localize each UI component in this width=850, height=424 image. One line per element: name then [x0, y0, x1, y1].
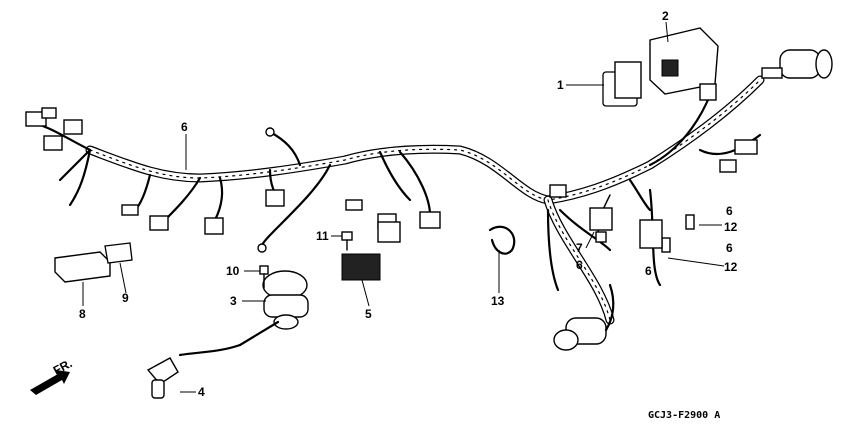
part-1-relay	[602, 61, 642, 107]
fuse-holder	[639, 219, 663, 249]
part-10-bolt	[259, 265, 269, 289]
drawing-code: GCJ3-F2900 A	[648, 410, 720, 421]
callout-13: 13	[491, 294, 505, 308]
front-direction-label: FR.	[51, 356, 75, 377]
callout-6: 6	[576, 258, 583, 272]
callout-9: 9	[122, 291, 129, 305]
callout-6: 6	[726, 241, 733, 255]
callout-7: 7	[576, 241, 583, 255]
callout-4: 4	[198, 385, 205, 399]
ignition-coil-upper	[761, 49, 833, 79]
part-9-pad	[104, 242, 133, 264]
ignition-coil-lower	[553, 283, 615, 351]
part-7-clamp	[589, 207, 613, 243]
part-8-module	[54, 251, 111, 283]
callout-1: 1	[557, 78, 564, 92]
part-5-regulator-rectifier	[341, 221, 401, 281]
leader-lines	[82, 21, 725, 393]
callout-2: 2	[662, 9, 669, 23]
part-12-fuse-upper	[685, 214, 695, 230]
part-13-band	[488, 225, 516, 255]
callout-10: 10	[226, 264, 240, 278]
part-4-spark-plug-cap	[146, 357, 179, 399]
main-wire-harness	[38, 75, 765, 325]
callout-12: 12	[724, 220, 738, 234]
callout-11: 11	[316, 229, 329, 243]
callout-8: 8	[79, 307, 86, 321]
part-3-ignition-coil	[178, 270, 309, 357]
callout-6: 6	[181, 120, 188, 134]
front-direction-arrow	[30, 370, 70, 395]
part-11-bolt	[341, 231, 353, 251]
part-12-fuse-lower	[661, 237, 671, 253]
callout-12: 12	[724, 260, 738, 274]
callout-3: 3	[230, 294, 237, 308]
callout-5: 5	[365, 307, 372, 321]
callout-6: 6	[645, 264, 652, 278]
callout-6: 6	[726, 204, 733, 218]
part-2-cdi-unit	[649, 27, 719, 101]
